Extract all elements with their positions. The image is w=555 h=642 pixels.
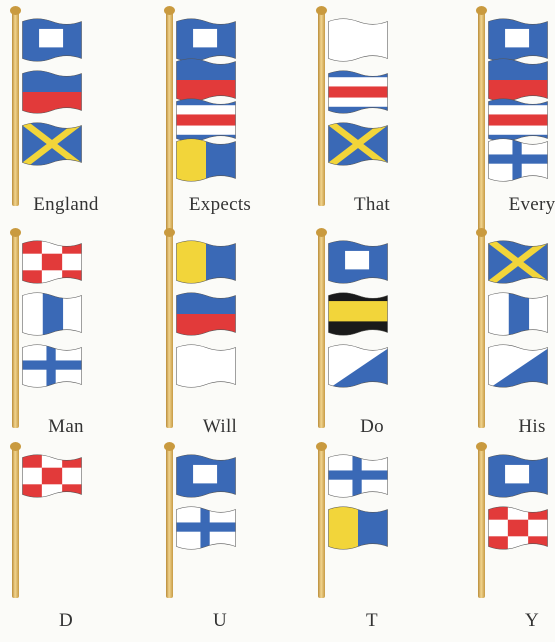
- signal-word: T: [312, 610, 432, 632]
- signal-flag-v: [20, 120, 84, 168]
- flagpole: [166, 234, 173, 428]
- pole-knob: [164, 228, 175, 237]
- flagpole: [318, 448, 325, 598]
- signal-flag-q: [174, 136, 238, 184]
- signal-cell: Every: [472, 6, 555, 206]
- signal-word: Man: [6, 416, 126, 438]
- signal-flag-h: [486, 504, 550, 552]
- signal-word: Expects: [160, 194, 280, 216]
- signal-flag-v: [326, 120, 390, 168]
- signal-cell: Do: [312, 228, 432, 428]
- pole-knob: [316, 442, 327, 451]
- pole-knob: [10, 228, 21, 237]
- flagpole: [12, 448, 19, 598]
- signal-flag-e: [174, 290, 238, 338]
- signal-cell: Y: [472, 442, 555, 642]
- signal-flag-e: [20, 68, 84, 116]
- signal-word: D: [6, 610, 126, 632]
- signal-word: England: [6, 194, 126, 216]
- pole-knob: [316, 228, 327, 237]
- signal-flag-p: [20, 16, 84, 64]
- pole-knob: [476, 6, 487, 15]
- pole-knob: [164, 6, 175, 15]
- signal-word: Y: [472, 610, 555, 632]
- pole-knob: [476, 442, 487, 451]
- signal-flag-x: [486, 136, 550, 184]
- signal-flag-q: [174, 238, 238, 286]
- signal-cell: D: [6, 442, 126, 642]
- signal-flag-x: [174, 504, 238, 552]
- signal-flag-q: [326, 504, 390, 552]
- flagpole: [318, 234, 325, 428]
- signal-flag-p: [174, 452, 238, 500]
- flagpole: [166, 12, 173, 264]
- signal-flag-c: [326, 68, 390, 116]
- signal-flag-w: [326, 16, 390, 64]
- flagpole: [12, 234, 19, 428]
- signal-flag-w: [174, 342, 238, 390]
- signal-cell: England: [6, 6, 126, 206]
- signal-flag-p: [326, 238, 390, 286]
- signal-flag-z: [486, 342, 550, 390]
- signal-word: His: [472, 416, 555, 438]
- signal-word: That: [312, 194, 432, 216]
- signal-flag-x: [326, 452, 390, 500]
- signal-word: Every: [472, 194, 555, 216]
- flagpole: [478, 234, 485, 428]
- pole-knob: [10, 442, 21, 451]
- signal-cell: Will: [160, 228, 280, 428]
- signal-flag-t: [486, 290, 550, 338]
- signal-word: Do: [312, 416, 432, 438]
- signal-flag-h: [20, 452, 84, 500]
- flagpole: [166, 448, 173, 598]
- signal-flag-h: [20, 238, 84, 286]
- signal-cell: U: [160, 442, 280, 642]
- signal-flag-v: [486, 238, 550, 286]
- signal-word: U: [160, 610, 280, 632]
- signal-flag-x: [20, 342, 84, 390]
- flagpole: [478, 12, 485, 264]
- flagpole: [318, 12, 325, 206]
- signal-cell: Man: [6, 228, 126, 428]
- flagpole: [478, 448, 485, 598]
- signal-flag-t: [20, 290, 84, 338]
- signal-flag-p: [486, 452, 550, 500]
- flagpole: [12, 12, 19, 206]
- signal-word: Will: [160, 416, 280, 438]
- signal-flag-k: [326, 290, 390, 338]
- signal-flag-z: [326, 342, 390, 390]
- pole-knob: [10, 6, 21, 15]
- pole-knob: [476, 228, 487, 237]
- pole-knob: [316, 6, 327, 15]
- signal-flag-grid: England Expects That: [0, 0, 555, 607]
- signal-cell: T: [312, 442, 432, 642]
- signal-cell: His: [472, 228, 555, 428]
- signal-cell: Expects: [160, 6, 280, 206]
- signal-cell: That: [312, 6, 432, 206]
- pole-knob: [164, 442, 175, 451]
